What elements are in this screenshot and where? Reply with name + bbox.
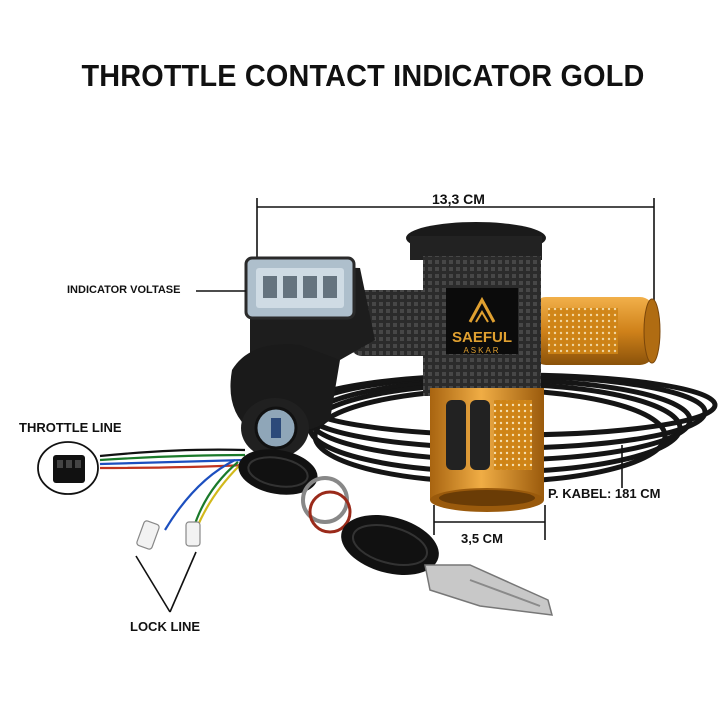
voltage-display	[244, 256, 356, 320]
ignition-lock	[241, 398, 309, 458]
throttle-line-label: THROTTLE LINE	[19, 420, 122, 435]
lock-connectors	[136, 520, 201, 550]
gold-grip	[532, 297, 661, 365]
logo-sub-text: ASKAR	[463, 346, 500, 355]
throttle-connector	[37, 441, 99, 495]
lock-line-pointers	[135, 551, 197, 613]
lock-line-label: LOCK LINE	[130, 619, 201, 634]
page-title: THROTTLE CONTACT INDICATOR GOLD	[81, 58, 645, 93]
brand-logo: SAEFUL ASKAR	[446, 288, 518, 355]
keys	[238, 449, 554, 616]
indicator-label: INDICATOR VOLTASE	[67, 284, 181, 296]
length-dimension	[256, 198, 655, 305]
logo-brand-text: SAEFUL	[452, 329, 512, 346]
cable-length-label: P. KABEL: 181 CM	[548, 486, 661, 501]
diameter-label: 3,5 CM	[461, 531, 503, 546]
length-label: 13,3 CM	[432, 191, 485, 207]
diameter-dimension	[433, 505, 546, 540]
wire-bundle	[99, 448, 246, 531]
throttle-grip	[406, 222, 546, 512]
